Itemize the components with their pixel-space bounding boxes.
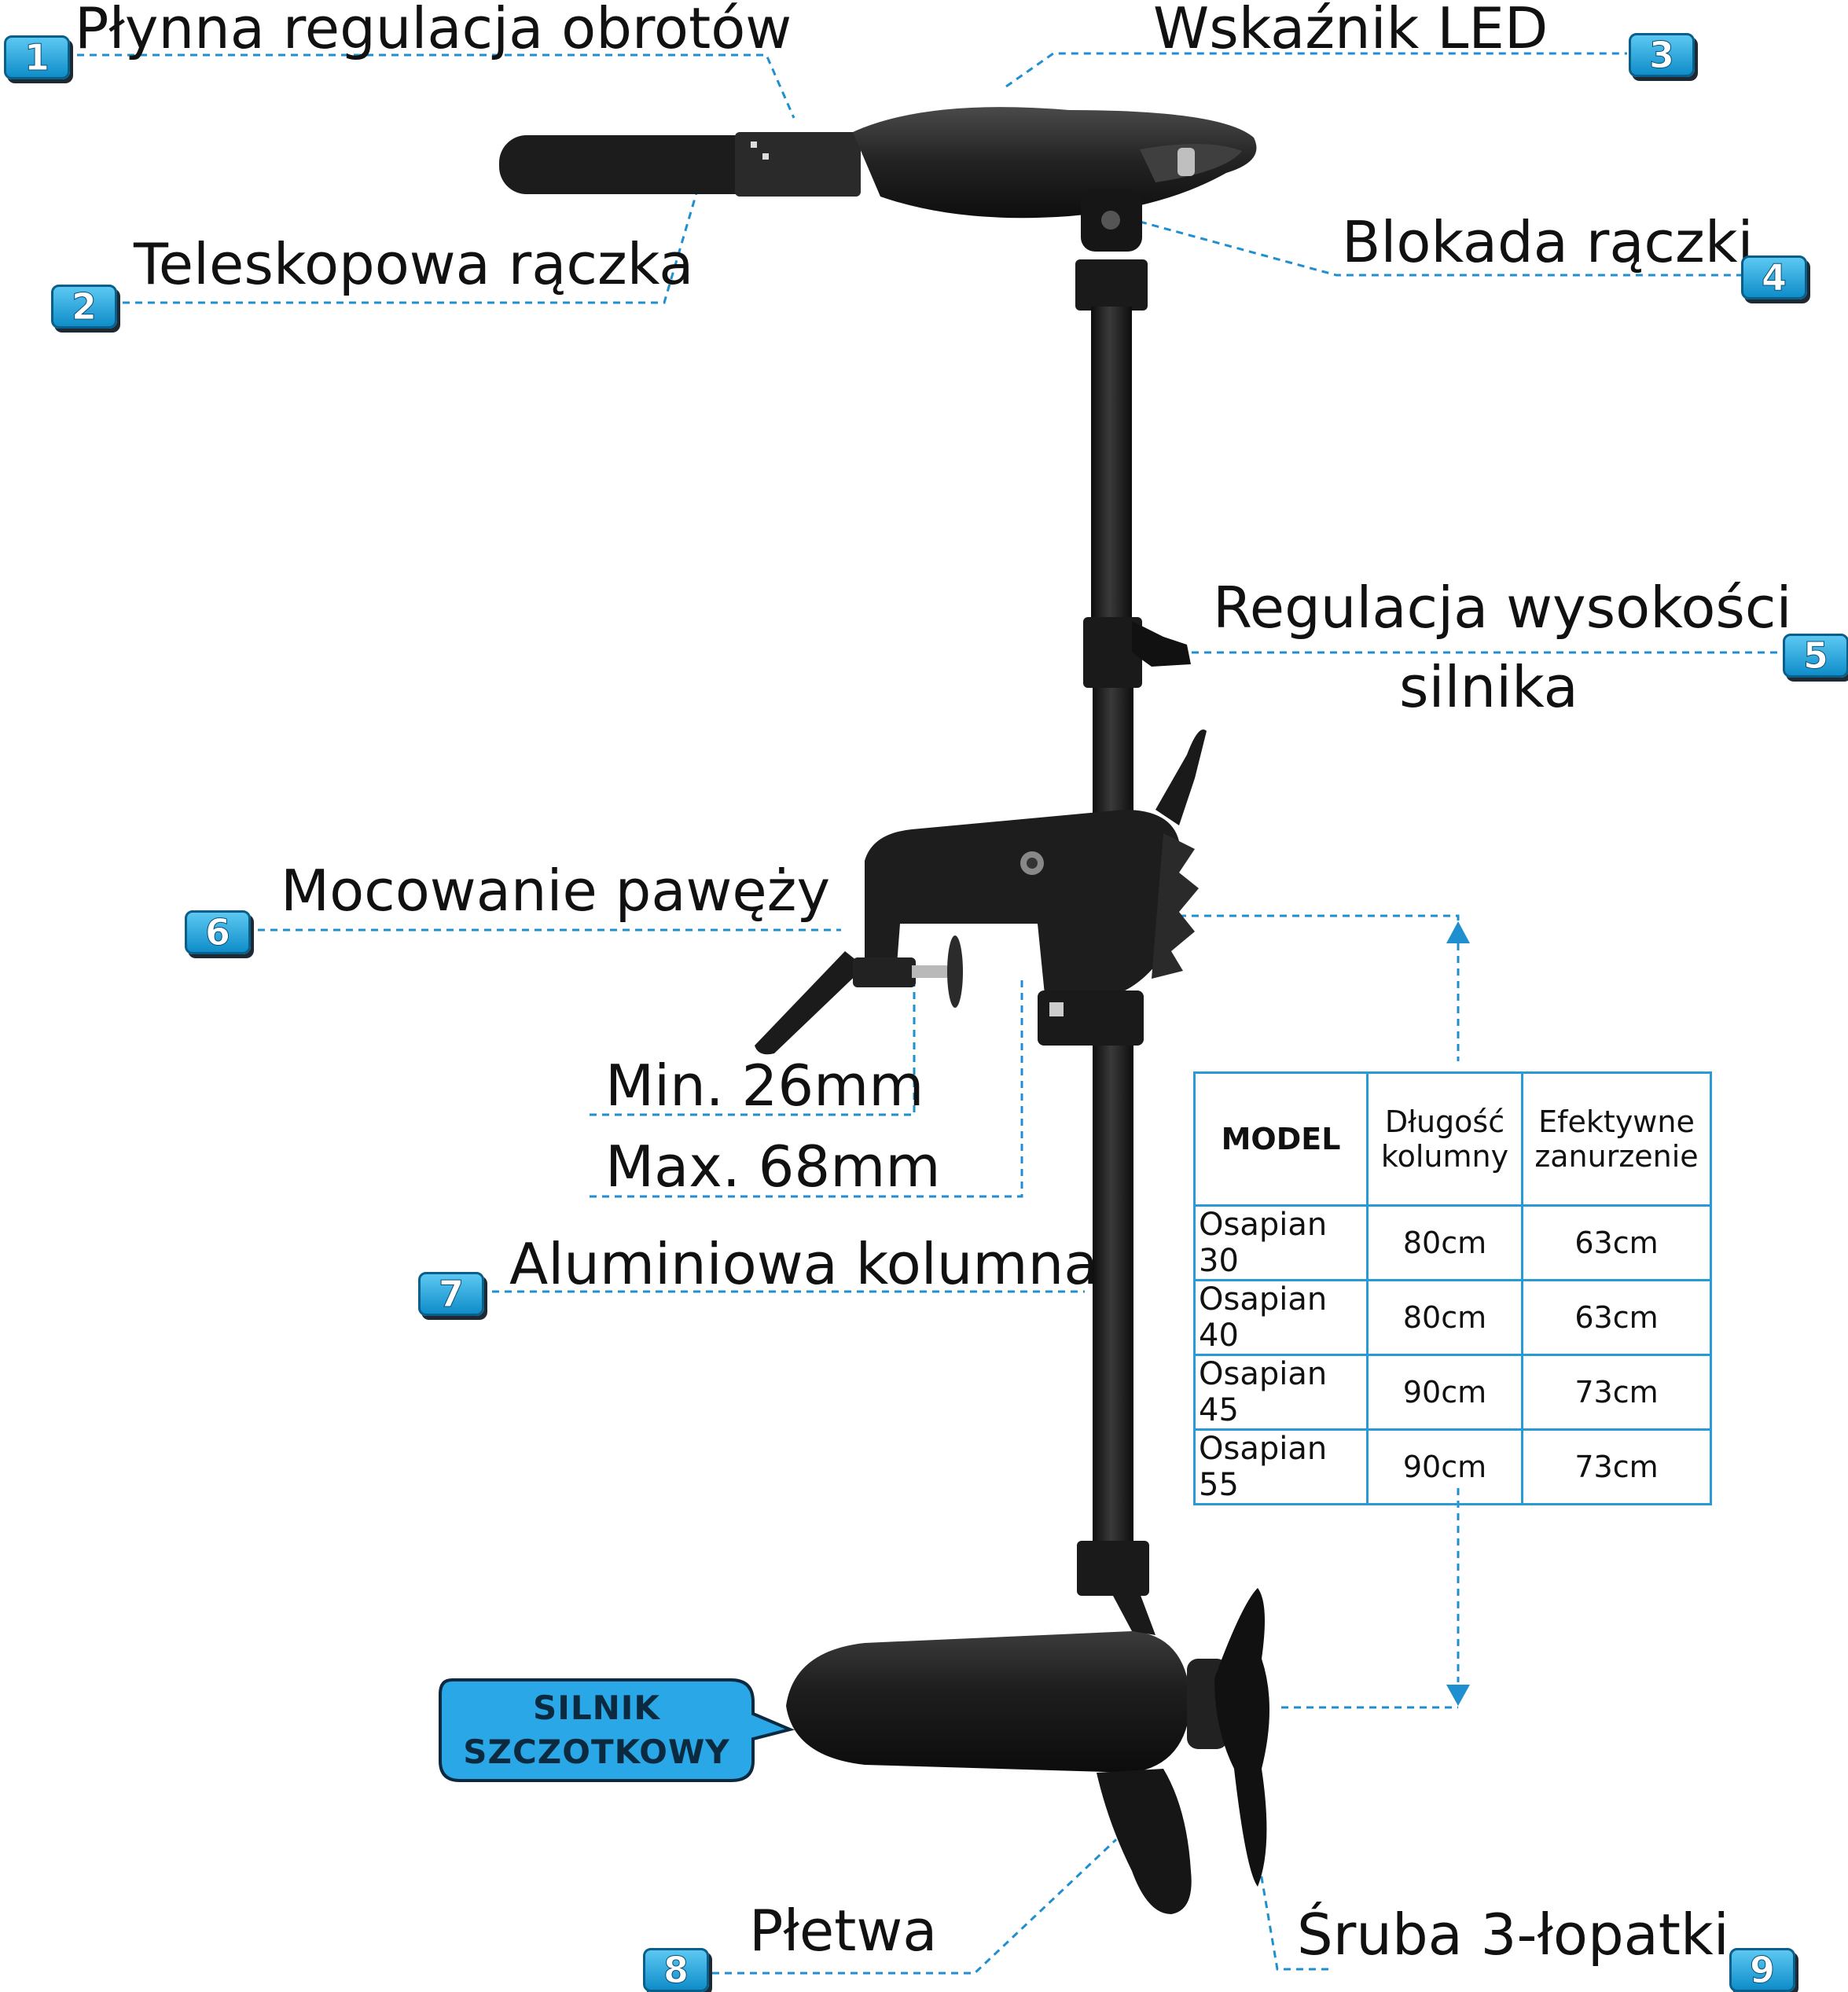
tiller-handle — [499, 107, 1257, 219]
badge-5: 5 — [1783, 634, 1848, 678]
cell-length: 80cm — [1366, 1279, 1523, 1356]
leader-1 — [64, 53, 795, 119]
arrow-down-icon — [1446, 1685, 1470, 1706]
badge-6: 6 — [185, 910, 251, 954]
transom-mount — [755, 730, 1207, 1055]
cell-depth: 73cm — [1521, 1428, 1712, 1505]
leader-3 — [1005, 52, 1627, 88]
label-height-adjust-2: silnika — [1399, 654, 1578, 720]
cell-length: 90cm — [1366, 1428, 1523, 1505]
label-max-thickness: Max. 68mm — [605, 1134, 941, 1200]
label-telescopic-handle: Teleskopowa rączka — [134, 231, 694, 297]
table-row: Osapian 40 80cm 63cm — [1193, 1279, 1712, 1356]
leader-9 — [1252, 1831, 1328, 1971]
header-model: MODEL — [1193, 1071, 1369, 1207]
header-length-1: Długość — [1384, 1104, 1505, 1139]
table-row: Osapian 45 90cm 73cm — [1193, 1354, 1712, 1431]
arrow-up-icon — [1446, 921, 1470, 943]
badge-2: 2 — [51, 285, 117, 329]
header-length-2: kolumny — [1380, 1139, 1509, 1174]
callout-line-2: SZCZOTKOWY — [463, 1733, 730, 1771]
badge-8: 8 — [643, 1948, 709, 1992]
cell-depth: 73cm — [1521, 1354, 1712, 1431]
label-led-indicator: Wskaźnik LED — [1153, 0, 1549, 61]
cell-depth: 63cm — [1521, 1204, 1712, 1281]
cell-model: Osapian 45 — [1193, 1354, 1369, 1431]
handle-lock — [1075, 189, 1148, 311]
callout-line-1: SILNIK — [533, 1689, 660, 1727]
table-row: Osapian 30 80cm 63cm — [1193, 1204, 1712, 1281]
badge-3: 3 — [1629, 33, 1695, 77]
badge-1: 1 — [4, 35, 70, 79]
header-depth-2: zanurzenie — [1534, 1139, 1699, 1174]
cell-model: Osapian 55 — [1193, 1428, 1369, 1505]
callout-bubble — [439, 1678, 795, 1782]
label-handle-lock: Blokada rączki — [1342, 209, 1754, 275]
brushed-motor-callout: SILNIK SZCZOTKOWY — [440, 1686, 753, 1774]
depth-top — [1179, 914, 1460, 924]
cell-model: Osapian 30 — [1193, 1204, 1369, 1281]
cell-depth: 63cm — [1521, 1279, 1712, 1356]
header-depth-1: Efektywne — [1538, 1104, 1695, 1139]
cell-length: 90cm — [1366, 1354, 1523, 1431]
motor-unit — [786, 1572, 1269, 1914]
label-aluminum-shaft: Aluminiowa kolumna — [509, 1231, 1099, 1297]
table-row: Osapian 55 90cm 73cm — [1193, 1428, 1712, 1505]
cell-model: Osapian 40 — [1193, 1279, 1369, 1356]
leader-4 — [1139, 220, 1741, 277]
label-min-thickness: Min. 26mm — [605, 1053, 924, 1119]
cell-length: 80cm — [1366, 1204, 1523, 1281]
label-propeller: Śruba 3-łopatki — [1297, 1902, 1729, 1968]
label-fin: Płetwa — [749, 1898, 938, 1964]
badge-9: 9 — [1729, 1948, 1795, 1992]
leader-8 — [700, 1838, 1118, 1975]
leader-2 — [110, 168, 705, 304]
label-transom-mount: Mocowanie pawężу — [281, 858, 831, 924]
label-speed-control: Płynna regulacja obrotów — [75, 0, 792, 61]
leader-max — [590, 975, 1023, 1198]
badge-7: 7 — [418, 1272, 484, 1316]
badge-4: 4 — [1741, 255, 1807, 300]
label-height-adjust: Regulacja wysokości — [1213, 575, 1792, 641]
leader-lines — [64, 52, 1780, 1975]
